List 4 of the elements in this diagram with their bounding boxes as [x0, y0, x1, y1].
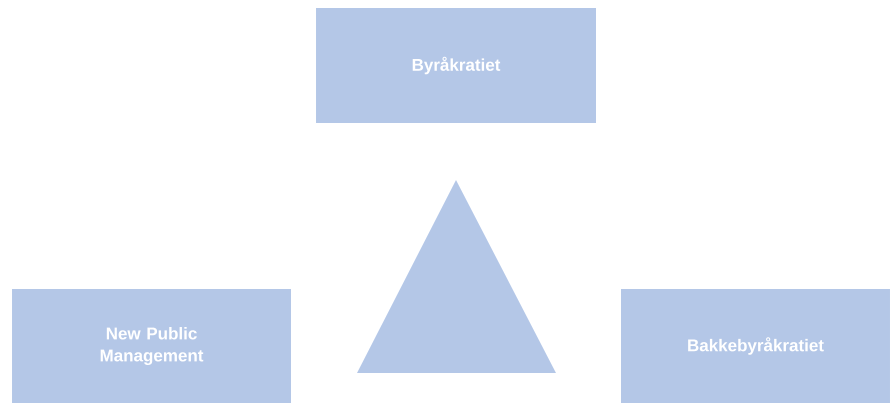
text-box: New Public Management — [12, 288, 291, 403]
text-box: Byråkratiet — [316, 8, 596, 123]
text-box: Bakkebyråkratiet — [621, 288, 890, 403]
triangle — [357, 180, 556, 373]
